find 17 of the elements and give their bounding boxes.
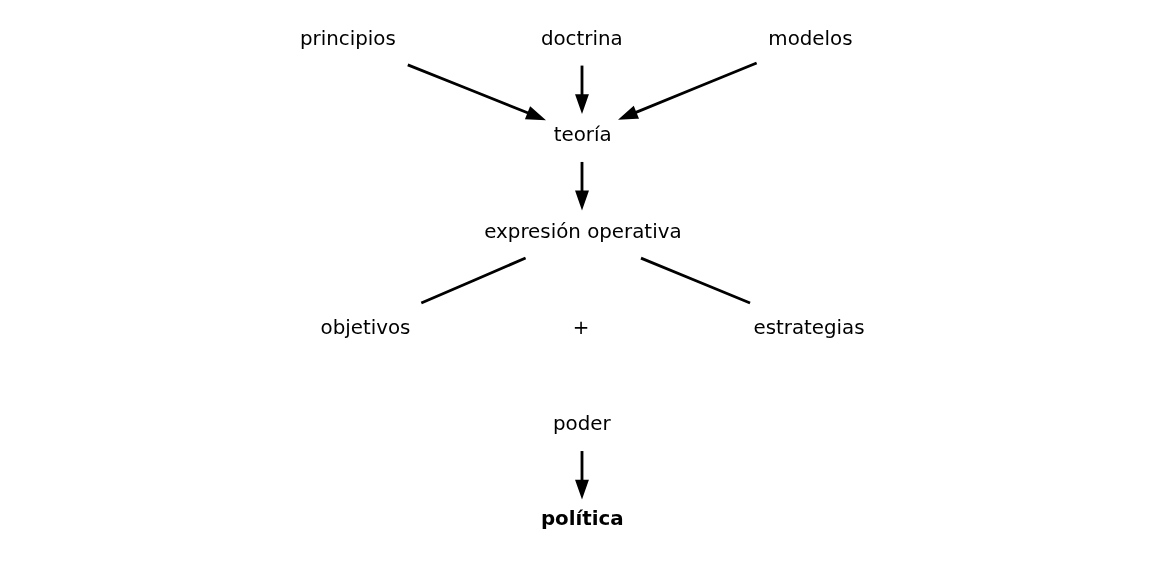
node-text: teoría (553, 123, 612, 147)
arrow (574, 65, 589, 115)
connector (420, 256, 526, 305)
connector (639, 256, 751, 305)
node-text: doctrina (540, 26, 623, 50)
node-text: política (540, 507, 624, 531)
arrow (406, 63, 546, 121)
node-text: estrategias (752, 315, 865, 339)
label: + (572, 315, 589, 339)
arrow (617, 61, 757, 120)
node-text: expresión operativa (483, 219, 682, 243)
node-text: principios (299, 26, 396, 50)
node-text: modelos (767, 26, 853, 50)
node-text: objetivos (320, 315, 410, 339)
node-text: poder (552, 412, 611, 436)
arrow (574, 161, 589, 211)
arrow (574, 451, 589, 500)
